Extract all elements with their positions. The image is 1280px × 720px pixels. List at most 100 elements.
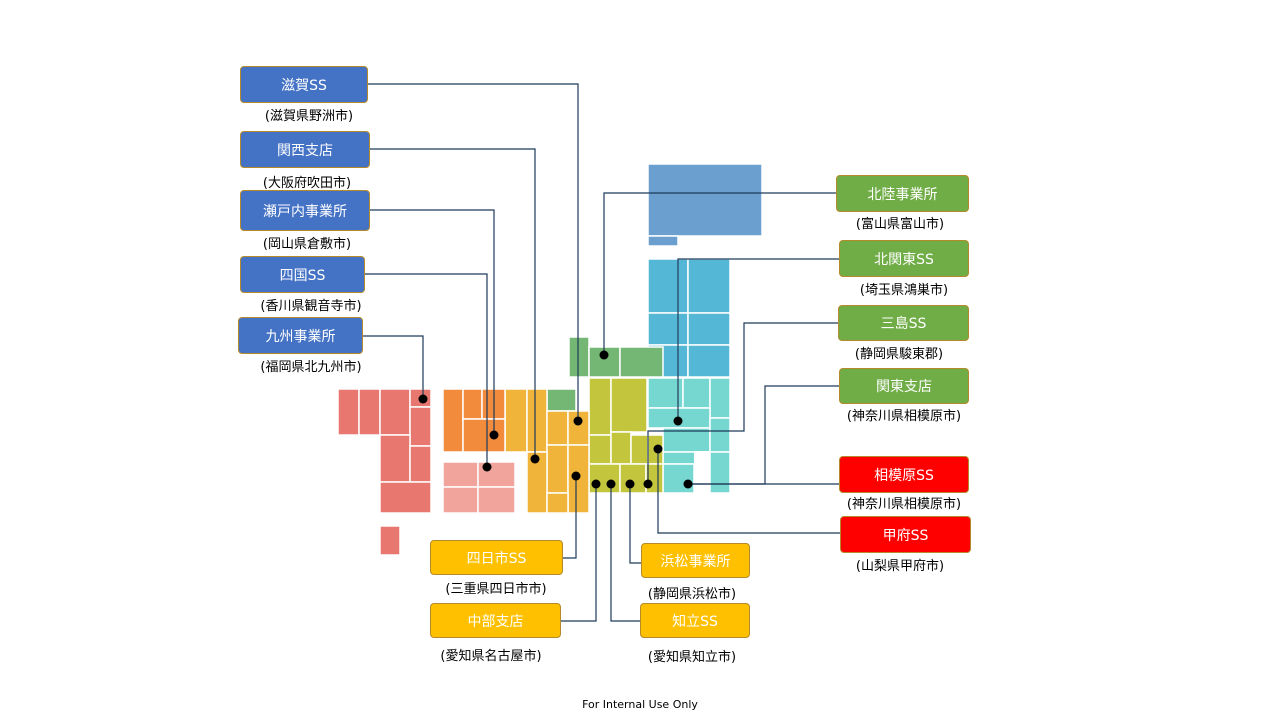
office-chiryu-location: (愛知県知立市) (647, 650, 737, 665)
office-hamamatsu-box: 浜松事業所 (641, 543, 750, 578)
office-hamamatsu-location: (静岡県浜松市) (647, 587, 737, 602)
connector-chubu (561, 484, 597, 622)
connector-yokkaichi (563, 476, 577, 559)
prefecture-tile-kyushu (409, 406, 432, 447)
prefecture-tile-shikoku (442, 461, 479, 488)
office-shiga-location: (滋賀県野洲市) (264, 109, 354, 124)
office-kofu-location: (山梨県甲府市) (855, 559, 945, 574)
marker-shiga (573, 416, 583, 426)
prefecture-tile-tohoku (647, 258, 689, 314)
prefecture-tile-tohoku (647, 312, 689, 346)
office-kansai-box: 関西支店 (240, 131, 370, 168)
prefecture-tile-kyushu (379, 525, 401, 556)
prefecture-tile-tohoku (687, 344, 731, 378)
office-hokuriku-box: 北陸事業所 (836, 175, 969, 212)
prefecture-tile-chubu (588, 377, 612, 436)
marker-chiryu (606, 479, 616, 489)
prefecture-tile-chugoku (462, 388, 483, 420)
prefecture-tile-chugoku (442, 388, 464, 453)
office-yokkaichi-box: 四日市SS (430, 540, 563, 575)
office-kanto-location: (神奈川県相模原市) (846, 409, 962, 424)
marker-kyushu (418, 394, 428, 404)
prefecture-tiles (337, 163, 763, 556)
connector-mishima (647, 322, 838, 484)
office-kofu-box: 甲府SS (840, 516, 971, 553)
prefecture-tile-kyushu (358, 388, 381, 436)
marker-shikoku (482, 462, 492, 472)
office-chubu-box: 中部支店 (430, 603, 561, 638)
prefecture-tile-chubu (610, 431, 632, 465)
connector-shikoku (365, 273, 488, 467)
prefecture-tile-hokuriku (568, 336, 590, 378)
connector-hamamatsu (629, 484, 641, 564)
office-sagamihara-location: (神奈川県相模原市) (846, 497, 962, 512)
prefecture-tile-hokkaido (647, 163, 763, 237)
office-hokuriku-location: (富山県富山市) (855, 217, 945, 232)
prefecture-tile-kyushu (337, 388, 360, 436)
office-kansai-location: (大阪府吹田市) (262, 176, 352, 191)
prefecture-tile-kanto (662, 427, 711, 453)
marker-setouchi (489, 430, 499, 440)
prefecture-tile-chubu (619, 463, 647, 494)
connector-chiryu (610, 484, 640, 622)
prefecture-tile-kanto (709, 451, 731, 494)
marker-hokuriku (599, 350, 609, 360)
office-yokkaichi-location: (三重県四日市市) (445, 582, 547, 597)
office-kanto-box: 関東支店 (839, 368, 969, 404)
prefecture-tile-kinki (546, 492, 569, 514)
office-kyushu-box: 九州事業所 (238, 317, 363, 354)
connector-hokuriku (603, 192, 836, 355)
connector-kansai (370, 148, 536, 459)
office-sagamihara-box: 相模原SS (839, 456, 969, 493)
connector-kitakanto (677, 258, 839, 421)
office-markers (418, 350, 693, 489)
office-chubu-location: (愛知県名古屋市) (440, 649, 542, 664)
office-shikoku-location: (香川県観音寺市) (260, 299, 362, 314)
marker-kofu (653, 444, 663, 454)
prefecture-tile-kinki (526, 451, 548, 514)
prefecture-tile-kinki (504, 388, 528, 453)
footer-note: For Internal Use Only (582, 698, 698, 711)
marker-chubu (591, 479, 601, 489)
connector-kyushu (363, 335, 424, 399)
marker-kansai (530, 454, 540, 464)
prefecture-tile-shikoku (442, 486, 479, 514)
connector-shiga (368, 83, 579, 421)
prefecture-tile-kinki (546, 410, 569, 446)
office-shiga-box: 滋賀SS (240, 66, 368, 103)
prefecture-tile-hokkaido (647, 235, 679, 247)
office-kitakanto-location: (埼玉県鴻巣市) (859, 283, 949, 298)
marker-kitakanto (673, 416, 683, 426)
prefecture-tile-chubu (588, 434, 612, 465)
prefecture-tile-kanto (709, 377, 731, 419)
prefecture-tile-kinki (546, 444, 569, 494)
office-chiryu-box: 知立SS (640, 603, 750, 638)
office-kitakanto-box: 北関東SS (839, 240, 969, 277)
prefecture-tile-shikoku (477, 486, 516, 514)
prefecture-tile-kanto (709, 417, 731, 453)
prefecture-tile-kyushu (409, 445, 432, 483)
bay-cutout (694, 451, 710, 493)
office-setouchi-location: (岡山県倉敷市) (262, 237, 352, 252)
office-setouchi-box: 瀬戸内事業所 (240, 190, 370, 231)
prefecture-tile-hokuriku (546, 388, 577, 412)
marker-mishima (643, 479, 653, 489)
prefecture-tile-kyushu (379, 434, 411, 483)
marker-hamamatsu (625, 479, 635, 489)
prefecture-tile-tohoku (687, 258, 731, 314)
prefecture-tile-chubu (588, 463, 621, 494)
prefecture-tile-chubu (630, 434, 649, 465)
marker-yokkaichi (571, 471, 581, 481)
connector-kofu (657, 449, 840, 534)
marker-kanto (683, 479, 693, 489)
prefecture-tile-kanto (662, 463, 695, 494)
office-kyushu-location: (福岡県北九州市) (260, 360, 362, 375)
prefecture-tile-kyushu (379, 481, 432, 514)
prefecture-tile-chugoku (462, 418, 506, 453)
prefecture-tile-kinki (526, 388, 548, 453)
office-shikoku-box: 四国SS (240, 256, 365, 293)
office-mishima-location: (静岡県駿東郡) (854, 347, 944, 362)
prefecture-tile-kyushu (379, 388, 411, 436)
prefecture-tile-chubu (610, 377, 648, 433)
prefecture-tile-hokuriku (619, 346, 664, 378)
